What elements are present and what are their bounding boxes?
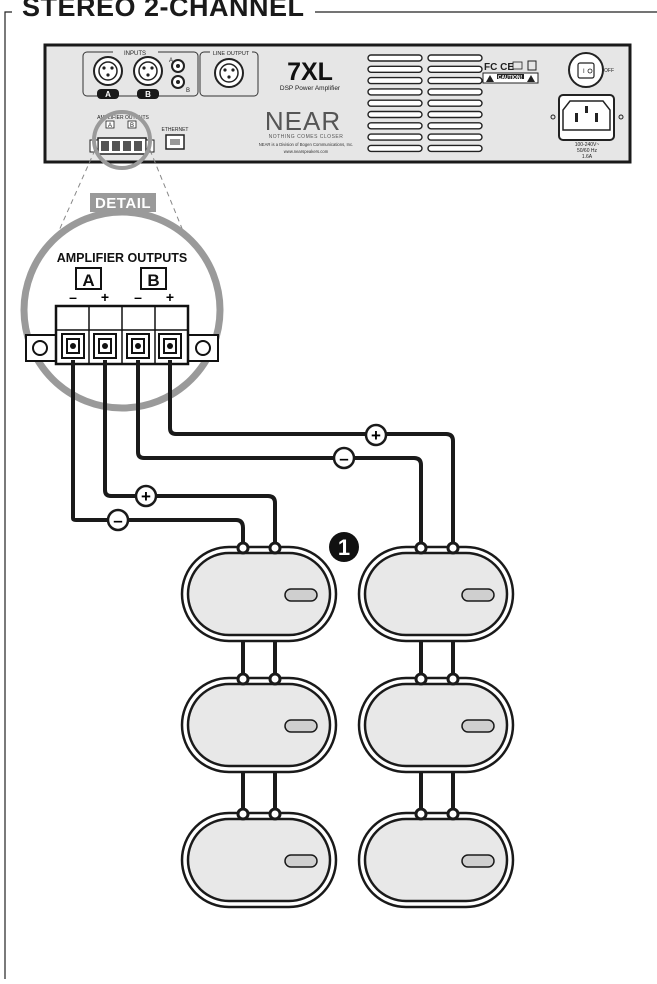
- line-output-section: LINE OUTPUT: [199, 49, 259, 97]
- small-a-label: A: [108, 123, 112, 129]
- small-terminal-block: [89, 137, 155, 155]
- website-text: www.nearspeakers.com: [284, 149, 329, 154]
- minus-symbol: –: [113, 511, 122, 530]
- plus-symbol: +: [371, 426, 381, 445]
- vent-slot: [367, 133, 423, 141]
- caution-text: CAUTION!: [498, 75, 523, 81]
- detail-a-minus: –: [69, 289, 77, 305]
- vent-slot: [367, 88, 423, 96]
- detail-channel-b: B: [147, 271, 159, 290]
- power-rating-2: 50/60 Hz: [577, 148, 598, 154]
- vent-slots: [367, 54, 483, 153]
- brand-tagline: NOTHING COMES CLOSER: [269, 134, 344, 140]
- terminal-screw: [93, 333, 117, 359]
- vent-slot: [427, 133, 483, 141]
- vent-slot: [367, 99, 423, 107]
- model-name: 7XL: [287, 58, 333, 86]
- wire-a-plus: [103, 360, 277, 545]
- wire-b-minus: [136, 360, 423, 545]
- detail-callout: DETAIL AMPLIFIER OUTPUTS A B – + – +: [20, 193, 224, 412]
- division-text: NEAR is a Division of Bogen Communicatio…: [259, 142, 354, 147]
- detail-badge: DETAIL: [95, 195, 151, 212]
- detail-channel-b-box: [140, 267, 167, 290]
- polarity-plus-b: +: [364, 423, 388, 447]
- brand-logo: NEAR: [265, 106, 341, 136]
- speaker: [180, 807, 338, 909]
- vent-slot: [367, 110, 423, 119]
- detail-a-plus: +: [101, 289, 109, 305]
- inputs-section: INPUTS A B A B: [82, 49, 199, 99]
- vent-slot: [427, 99, 483, 107]
- detail-channel-a: A: [82, 271, 94, 290]
- svg-text:I: I: [583, 69, 585, 75]
- vent-slot: [427, 110, 483, 119]
- wiring: [71, 360, 455, 545]
- rca-jacks: A B: [169, 58, 190, 94]
- inputs-label: INPUTS: [124, 51, 146, 57]
- input-a-label: A: [105, 90, 111, 99]
- terminal-screw: [61, 333, 85, 359]
- vent-slot: [427, 65, 483, 74]
- input-b-label: B: [145, 90, 151, 99]
- svg-text:B: B: [186, 88, 190, 94]
- detail-channel-a-box: [75, 267, 102, 290]
- speaker: [180, 541, 338, 679]
- wire-a-minus: [71, 360, 245, 545]
- wire-b-plus: [168, 360, 455, 545]
- page-frame: [4, 11, 657, 979]
- diagram-title: STEREO 2-CHANNEL: [12, 0, 315, 24]
- vent-slot: [427, 88, 483, 96]
- vent-slot: [367, 122, 423, 130]
- detail-b-minus: –: [134, 289, 142, 305]
- speaker-array: [180, 541, 515, 909]
- caution-label: CAUTION!: [482, 72, 539, 84]
- terminal-screw: [158, 333, 182, 359]
- callout-number: 1: [338, 535, 350, 560]
- speaker: [357, 807, 515, 909]
- power-inlet: [550, 94, 624, 141]
- detail-b-plus: +: [166, 289, 174, 305]
- vent-slot: [427, 122, 483, 130]
- power-off-label: OFF: [604, 68, 614, 74]
- vent-slot: [427, 76, 483, 85]
- power-switch: I: [568, 52, 604, 88]
- power-rating-1: 100-240V~: [575, 142, 600, 148]
- callout-badge: 1: [329, 532, 359, 562]
- amp-outputs-small-label: AMPLIFIER OUTPUTS: [97, 115, 149, 121]
- terminal-block: [25, 304, 219, 366]
- line-output-label: LINE OUTPUT: [213, 51, 250, 57]
- power-rating-3: 1.6A: [582, 154, 593, 160]
- small-b-label: B: [130, 123, 134, 129]
- terminal-screws: [61, 333, 182, 359]
- amplifier-rear-panel: INPUTS A B A B: [43, 43, 632, 164]
- vent-slot: [427, 54, 483, 62]
- detail-outputs-label: AMPLIFIER OUTPUTS: [57, 251, 188, 265]
- minus-symbol: –: [339, 449, 348, 468]
- vent-slot: [367, 54, 423, 62]
- speaker: [357, 541, 515, 679]
- polarity-minus-a: –: [106, 508, 130, 532]
- vent-slot: [367, 65, 423, 74]
- ethernet-label: ETHERNET: [162, 127, 189, 133]
- polarity-plus-a: +: [134, 484, 158, 508]
- plus-symbol: +: [141, 487, 151, 506]
- vent-slot: [367, 76, 423, 85]
- terminal-screw: [126, 333, 150, 359]
- vent-slot: [427, 144, 483, 153]
- detail-source-circle: [92, 110, 152, 170]
- vent-slot: [367, 144, 423, 153]
- cert-marks: FC CE: [484, 62, 514, 73]
- polarity-minus-b: –: [332, 446, 356, 470]
- speaker: [180, 672, 338, 814]
- speaker: [357, 672, 515, 814]
- xlr-input-a: [93, 56, 123, 86]
- xlr-input-b: [133, 56, 163, 86]
- model-subtitle: DSP Power Amplifier: [280, 85, 341, 92]
- svg-text:A: A: [169, 58, 173, 64]
